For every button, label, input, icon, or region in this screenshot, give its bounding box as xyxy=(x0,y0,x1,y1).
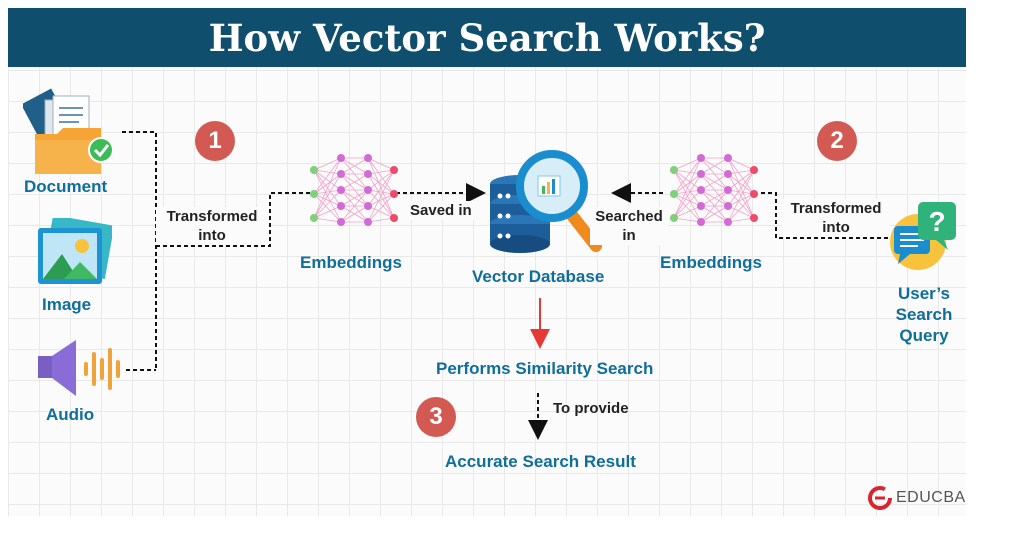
educba-logo-icon xyxy=(868,486,892,510)
transformed-into-left-label: Transformed into xyxy=(156,207,268,245)
step-badge-3: 3 xyxy=(416,397,456,437)
embeddings-right-network-icon xyxy=(670,154,758,226)
searched-in-label: Searched in xyxy=(590,207,668,245)
step-badge-1: 1 xyxy=(195,121,235,161)
embeddings-left-label: Embeddings xyxy=(300,253,403,272)
saved-in-label: Saved in xyxy=(408,201,474,220)
vector-database-label: Vector Database xyxy=(472,267,605,286)
connector-transformed-right xyxy=(760,192,895,239)
to-provide-label: To provide xyxy=(553,400,629,417)
embeddings-right-label: Embeddings xyxy=(660,253,763,272)
step-badge-2: 2 xyxy=(817,121,857,161)
svg-text:?: ? xyxy=(928,206,945,237)
user-search-query-label: User’s Search Query xyxy=(895,284,953,345)
connectors xyxy=(122,131,895,440)
title-banner: How Vector Search Works? xyxy=(8,8,966,67)
diagram-canvas: How Vector Search Works? xyxy=(8,8,966,516)
connector-document xyxy=(122,131,157,370)
educba-brand-text: EDUCBA xyxy=(896,489,966,506)
image-label: Image xyxy=(42,295,92,314)
audio-icon xyxy=(38,340,120,396)
similarity-search-label: Performs Similarity Search xyxy=(436,359,654,378)
document-label: Document xyxy=(24,177,108,196)
page-title: How Vector Search Works? xyxy=(208,15,766,60)
connector-merge xyxy=(156,192,313,247)
search-result-label: Accurate Search Result xyxy=(445,452,636,471)
transformed-into-right-label: Transformed into xyxy=(782,199,890,237)
document-icon xyxy=(23,88,113,174)
embeddings-left-network-icon xyxy=(310,154,398,226)
search-query-chat-icon: ? xyxy=(890,202,956,270)
vector-database-icon xyxy=(490,150,602,253)
audio-label: Audio xyxy=(46,405,95,424)
image-icon xyxy=(38,218,112,284)
